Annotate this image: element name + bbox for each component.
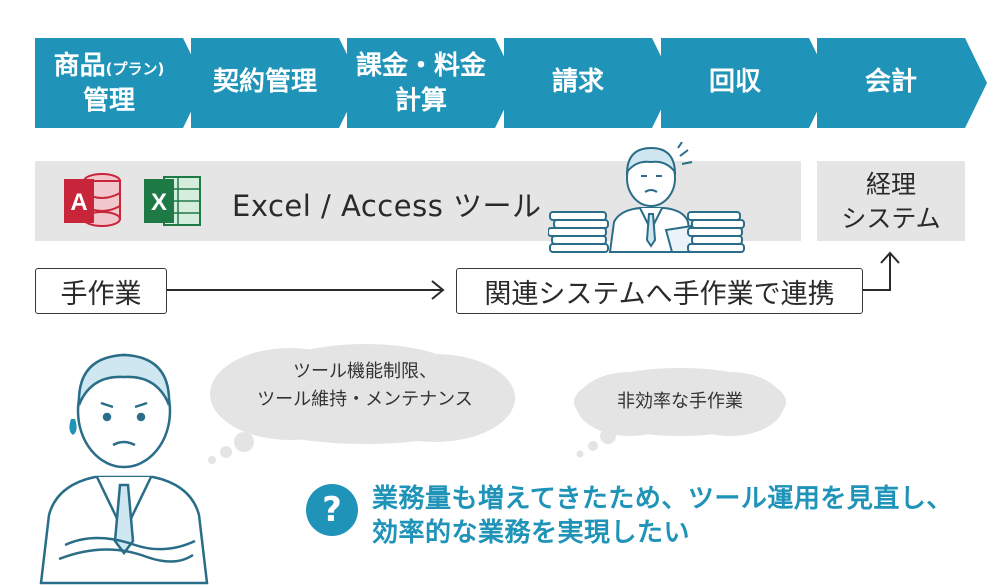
access-icon: A xyxy=(64,173,121,227)
busy-worker-illustration xyxy=(548,142,745,253)
flow-arrows xyxy=(167,251,900,300)
step-label-line1: 請求 xyxy=(551,66,604,97)
process-step-1: 商品(プラン) 管理 xyxy=(35,38,205,128)
cloud-left-line2: ツール維持・メンテナンス xyxy=(257,389,473,410)
manual-work-box: 手作業 xyxy=(35,268,167,314)
question-line1: 業務量も増えてきたため、ツール運用を見直し、 xyxy=(372,484,953,514)
step-label-line2: 管理 xyxy=(82,85,135,116)
process-step-4: 請求 xyxy=(504,38,674,128)
process-step-2: 契約管理 xyxy=(191,38,361,128)
system-link-label: 関連システムへ手作業で連携 xyxy=(484,278,835,310)
accounting-system-label: 経理 システム xyxy=(817,168,965,236)
worried-person-illustration xyxy=(39,353,209,585)
step-label-line2: 計算 xyxy=(394,85,447,116)
step-label-small: (プラン) xyxy=(105,59,165,78)
excel-icon: X xyxy=(144,176,201,226)
process-step-6: 会計 xyxy=(817,38,987,128)
accounting-line2: システム xyxy=(841,204,941,233)
manual-work-label: 手作業 xyxy=(60,278,142,310)
thought-cloud-left xyxy=(208,344,515,464)
thought-cloud-right xyxy=(574,368,786,458)
system-link-box: 関連システムへ手作業で連携 xyxy=(456,268,863,314)
question-line2: 効率的な業務を実現したい xyxy=(372,518,691,548)
tool-band-label: Excel / Access ツール xyxy=(232,189,542,223)
accounting-band xyxy=(817,161,965,241)
excel-letter: X xyxy=(151,189,167,216)
cloud-right-label: 非効率な手作業 xyxy=(617,391,743,412)
cloud-left-text: ツール機能制限、 ツール維持・メンテナンス xyxy=(240,358,490,414)
question-mark: ? xyxy=(322,490,342,530)
step-label-line1: 回収 xyxy=(708,66,761,97)
cloud-right-text: 非効率な手作業 xyxy=(600,388,760,416)
process-step-3: 課金・料金計算 xyxy=(347,38,517,128)
step-label-line1: 契約管理 xyxy=(212,66,317,97)
cloud-left-line1: ツール機能制限、 xyxy=(293,361,437,382)
question-icon: ? xyxy=(306,484,358,536)
process-step-5: 回収 xyxy=(661,38,831,128)
step-label-line1: 課金・料金 xyxy=(355,50,486,81)
step-label-line1: 商品 xyxy=(53,50,106,81)
access-letter: A xyxy=(70,189,87,216)
step-label-line1: 会計 xyxy=(864,66,917,97)
accounting-line1: 経理 xyxy=(865,170,916,199)
